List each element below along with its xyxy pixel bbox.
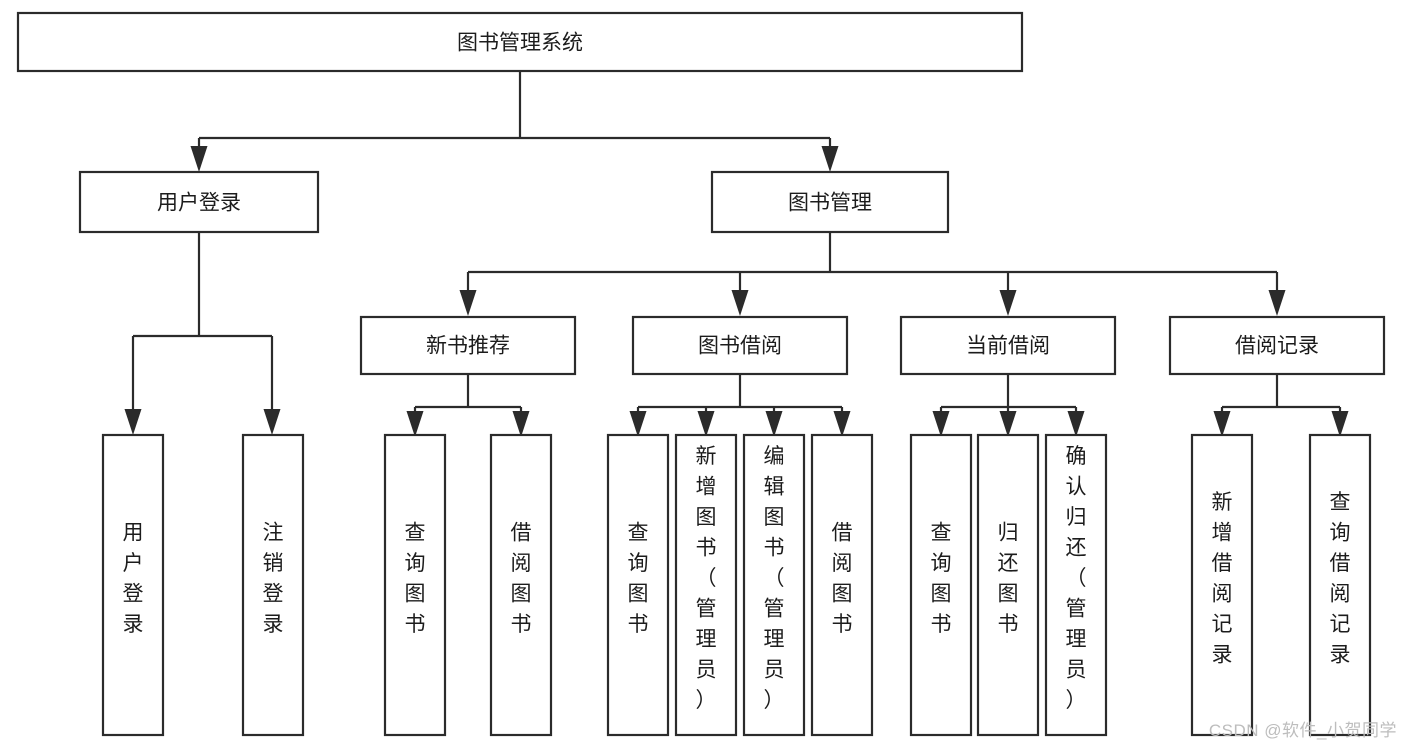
arrowhead-nb-leaf-1 xyxy=(406,411,424,437)
leaf-node-label: 归还图书 xyxy=(998,521,1019,636)
leaf-node-box[interactable] xyxy=(101,433,165,737)
leaf-node-label: 查询借阅记录 xyxy=(1330,491,1351,667)
node-borrow-record-box[interactable] xyxy=(1168,315,1386,376)
leaf-node-book-borrow-4[interactable]: 借阅图书 xyxy=(810,433,874,737)
leaf-node-book-borrow-1[interactable]: 查询图书 xyxy=(606,433,670,737)
arrowhead-nb-leaf-2 xyxy=(512,411,530,437)
node-book-management[interactable]: 图书管理 xyxy=(710,170,950,234)
node-new-book-recommend[interactable]: 新书推荐 xyxy=(359,315,577,376)
connector-layer xyxy=(124,71,1349,437)
arrowhead-br-leaf-1 xyxy=(1213,411,1231,437)
node-user-login[interactable]: 用户登录 xyxy=(78,170,320,234)
arrowhead-current-borrow xyxy=(999,290,1017,316)
leaf-node-borrow-record-2[interactable]: 查询借阅记录 xyxy=(1308,433,1372,737)
leaf-node-book-borrow-3[interactable]: 编辑图书（管理员） xyxy=(742,433,806,737)
arrowhead-bb-leaf-2 xyxy=(697,411,715,437)
arrowhead-book-mgmt xyxy=(821,146,839,172)
arrowhead-book-borrow xyxy=(731,290,749,316)
node-book-borrow-box[interactable] xyxy=(631,315,849,376)
leaf-node-box[interactable] xyxy=(674,433,738,737)
leaf-node-label: 用户登录 xyxy=(123,521,144,636)
leaf-node-box[interactable] xyxy=(241,433,305,737)
leaf-node-new-book-recommend-1[interactable]: 查询图书 xyxy=(383,433,447,737)
leaf-node-borrow-record-1[interactable]: 新增借阅记录 xyxy=(1190,433,1254,737)
node-current-borrow-box[interactable] xyxy=(899,315,1117,376)
leaf-node-label: 借阅图书 xyxy=(832,521,853,636)
leaf-node-label: 新增借阅记录 xyxy=(1212,491,1233,667)
node-root-box[interactable] xyxy=(16,11,1024,73)
node-borrow-record[interactable]: 借阅记录 xyxy=(1168,315,1386,376)
leaf-node-label: 查询图书 xyxy=(405,521,426,636)
leaf-node-label: 确认归还（管理员） xyxy=(1066,445,1087,712)
node-user-login-box[interactable] xyxy=(78,170,320,234)
arrowhead-bb-leaf-3 xyxy=(765,411,783,437)
leaf-node-current-borrow-3[interactable]: 确认归还（管理员） xyxy=(1044,433,1108,737)
arrowhead-bb-leaf-1 xyxy=(629,411,647,437)
leaf-node-label: 借阅图书 xyxy=(511,521,532,636)
node-new-book-recommend-label: 新书推荐 xyxy=(426,335,510,358)
arrowhead-leaf-user-login xyxy=(124,409,142,435)
leaf-node-box[interactable] xyxy=(1308,433,1372,737)
node-book-management-box[interactable] xyxy=(710,170,950,234)
arrowhead-leaf-logout xyxy=(263,409,281,435)
leaf-node-current-borrow-2[interactable]: 归还图书 xyxy=(976,433,1040,737)
leaf-node-label: 查询图书 xyxy=(628,521,649,636)
leaf-node-label: 查询图书 xyxy=(931,521,952,636)
leaf-node-box[interactable] xyxy=(909,433,973,737)
arrowhead-cb-leaf-3 xyxy=(1067,411,1085,437)
leaf-node-current-borrow-1[interactable]: 查询图书 xyxy=(909,433,973,737)
watermark-text: CSDN @软件_小贺同学 xyxy=(1208,721,1397,740)
arrowhead-user-login xyxy=(190,146,208,172)
leaf-node-box[interactable] xyxy=(383,433,447,737)
leaf-node-layer: 用户登录 注销登录 查询图书 借阅图书 查询图书 新增图书（管理员） 编辑图书（管理员） 借阅… xyxy=(101,433,1372,737)
node-book-management-label: 图书管理 xyxy=(788,192,872,215)
leaf-node-book-borrow-2[interactable]: 新增图书（管理员） xyxy=(674,433,738,737)
leaf-node-user-login-1[interactable]: 用户登录 xyxy=(101,433,165,737)
leaf-node-label: 编辑图书（管理员） xyxy=(764,445,785,712)
node-current-borrow-label: 当前借阅 xyxy=(966,335,1050,358)
leaf-node-box[interactable] xyxy=(606,433,670,737)
node-borrow-record-label: 借阅记录 xyxy=(1235,335,1319,358)
leaf-node-box[interactable] xyxy=(742,433,806,737)
arrowhead-borrow-record xyxy=(1268,290,1286,316)
leaf-node-box[interactable] xyxy=(1190,433,1254,737)
arrowhead-bb-leaf-4 xyxy=(833,411,851,437)
node-root-label: 图书管理系统 xyxy=(457,32,583,55)
leaf-node-label: 注销登录 xyxy=(263,521,284,636)
arrowhead-cb-leaf-1 xyxy=(932,411,950,437)
leaf-node-label: 新增图书（管理员） xyxy=(696,445,717,712)
leaf-node-box[interactable] xyxy=(1044,433,1108,737)
arrowhead-new-book xyxy=(459,290,477,316)
node-new-book-recommend-box[interactable] xyxy=(359,315,577,376)
node-user-login-label: 用户登录 xyxy=(157,192,241,215)
leaf-node-user-login-2[interactable]: 注销登录 xyxy=(241,433,305,737)
arrowhead-cb-leaf-2 xyxy=(999,411,1017,437)
node-root[interactable]: 图书管理系统 xyxy=(16,11,1024,73)
node-book-borrow[interactable]: 图书借阅 xyxy=(631,315,849,376)
node-book-borrow-label: 图书借阅 xyxy=(698,335,782,358)
leaf-node-box[interactable] xyxy=(489,433,553,737)
leaf-node-new-book-recommend-2[interactable]: 借阅图书 xyxy=(489,433,553,737)
arrowhead-br-leaf-2 xyxy=(1331,411,1349,437)
leaf-node-box[interactable] xyxy=(976,433,1040,737)
node-current-borrow[interactable]: 当前借阅 xyxy=(899,315,1117,376)
leaf-node-box[interactable] xyxy=(810,433,874,737)
